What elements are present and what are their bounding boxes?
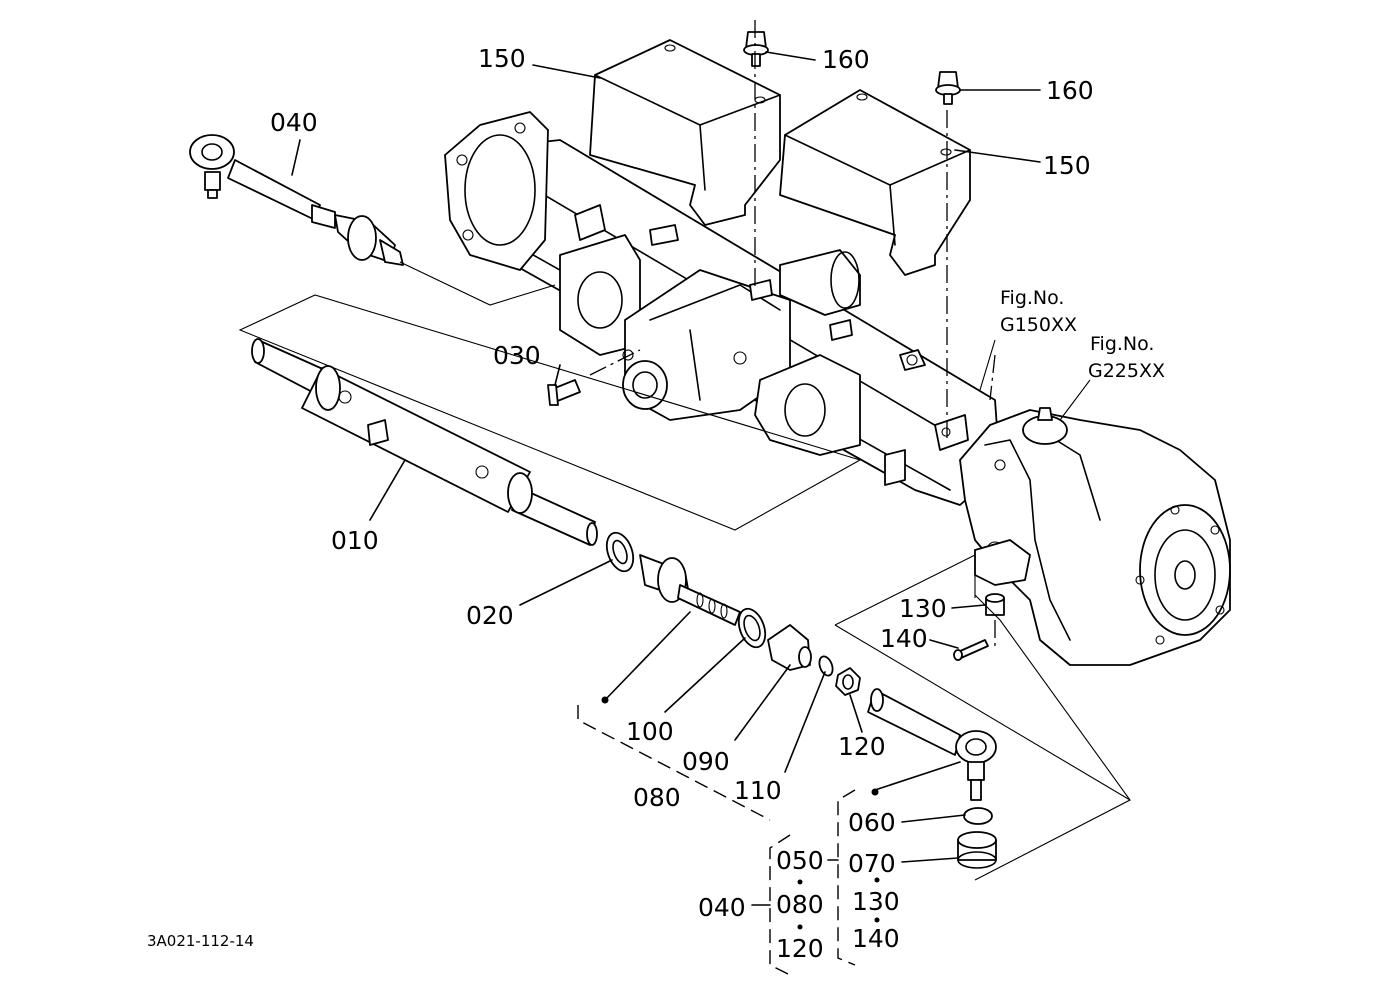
seal-070: [957, 831, 997, 869]
tie-rod-end-left: [189, 134, 404, 266]
callout-160: 160: [822, 45, 870, 74]
seal-060: [963, 807, 993, 825]
bolt-030: [547, 379, 581, 406]
callout-140: 140: [880, 624, 928, 653]
callout-150: 150: [1043, 151, 1091, 180]
callout-040: 040: [270, 108, 318, 137]
callout-130: 130: [852, 887, 900, 916]
callout-060: 060: [848, 808, 896, 837]
cotter-pin-140: [953, 639, 989, 661]
callout-140: 140: [852, 924, 900, 953]
ball-joint-assembly: [639, 554, 741, 626]
cover-150-right: [779, 89, 971, 276]
clip-110: [818, 655, 834, 677]
fig-ref-label: Fig.No.: [1090, 333, 1154, 355]
callout-150: 150: [478, 44, 526, 73]
callout-070: 070: [848, 849, 896, 878]
castle-nut-130: [985, 593, 1005, 616]
boot-090: [767, 624, 812, 671]
callout-050: 050: [776, 846, 824, 875]
callout-110: 110: [734, 776, 782, 805]
callout-080: 080: [633, 783, 681, 812]
callout-030: 030: [493, 341, 541, 370]
reference-lines: [238, 20, 1131, 976]
nut-120: [835, 667, 861, 696]
front-axle-housing: [444, 111, 1001, 506]
tie-rod-end-right: [867, 688, 997, 801]
callout-010: 010: [331, 526, 379, 555]
callout-130: 130: [899, 594, 947, 623]
callout-040: 040: [698, 893, 746, 922]
callout-labels: 150 160 160 150 040 030 010 020 100 090 …: [270, 44, 1094, 963]
callout-160: 160: [1046, 76, 1094, 105]
bolt-160-right: [935, 71, 961, 105]
callout-020: 020: [466, 601, 514, 630]
callout-100: 100: [626, 717, 674, 746]
fig-ref-number: G225XX: [1088, 360, 1165, 382]
bolt-160-left: [743, 31, 769, 67]
fig-ref-label: Fig.No.: [1000, 287, 1064, 309]
tie-rod-010: [251, 338, 598, 546]
fig-ref-number: G150XX: [1000, 314, 1077, 336]
cover-150-left: [589, 39, 781, 226]
figure-references: Fig.No. G150XX Fig.No. G225XX: [1000, 287, 1165, 382]
callout-120: 120: [838, 732, 886, 761]
callout-120: 120: [776, 934, 824, 963]
final-drive-case: [959, 407, 1231, 666]
snap-ring-020: [605, 531, 635, 573]
callout-080: 080: [776, 890, 824, 919]
leader-lines: [291, 51, 1041, 906]
drawing-code: 3A021-112-14: [147, 932, 254, 950]
callout-090: 090: [682, 747, 730, 776]
reference-dots: [601, 696, 880, 930]
